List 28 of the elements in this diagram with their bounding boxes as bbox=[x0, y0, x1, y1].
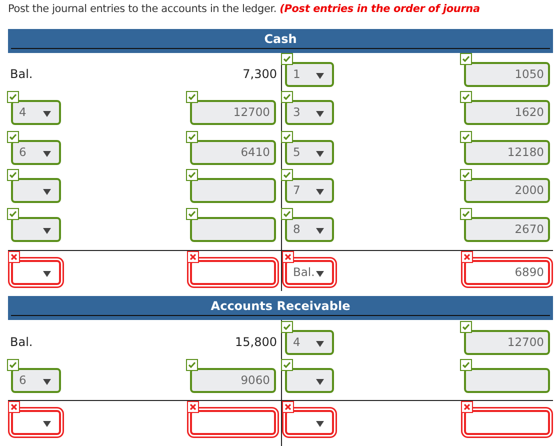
balance-amount: 7,300 bbox=[242, 66, 277, 83]
input-field: 1620 bbox=[464, 100, 550, 125]
input-field: 12700 bbox=[190, 100, 276, 125]
input-field: 2670 bbox=[464, 217, 550, 242]
dropdown-field: 4 bbox=[11, 100, 61, 125]
dropdown-field: 6 bbox=[11, 368, 61, 393]
dropdown-field: 7 bbox=[285, 178, 334, 203]
input-field: 6890 bbox=[464, 260, 550, 285]
dropdown-field: 3 bbox=[285, 100, 334, 125]
row-label: Bal. bbox=[10, 66, 33, 83]
dropdown-field: 6 bbox=[11, 140, 61, 165]
input-field: 6410 bbox=[190, 140, 276, 165]
input-field: 1050 bbox=[464, 62, 550, 87]
dropdown-field: 4 bbox=[285, 330, 334, 355]
balance-amount: 15,800 bbox=[234, 334, 277, 351]
dropdown-field: 5 bbox=[285, 140, 334, 165]
account-header: Cash bbox=[8, 29, 553, 53]
dropdown-field: Bal. bbox=[285, 260, 334, 285]
input-field: 9060 bbox=[190, 368, 276, 393]
account-header: Accounts Receivable bbox=[8, 296, 553, 320]
instruction-note: (Post entries in the order of journa bbox=[280, 3, 480, 15]
input-field: 2000 bbox=[464, 178, 550, 203]
dropdown-field: 1 bbox=[285, 62, 334, 87]
row-label: Bal. bbox=[10, 334, 33, 351]
input-field: 12180 bbox=[464, 140, 550, 165]
instruction-text: Post the journal entries to the accounts in the ledger. bbox=[8, 3, 278, 15]
input-field: 12700 bbox=[464, 330, 550, 355]
dropdown-field: 8 bbox=[285, 217, 334, 242]
